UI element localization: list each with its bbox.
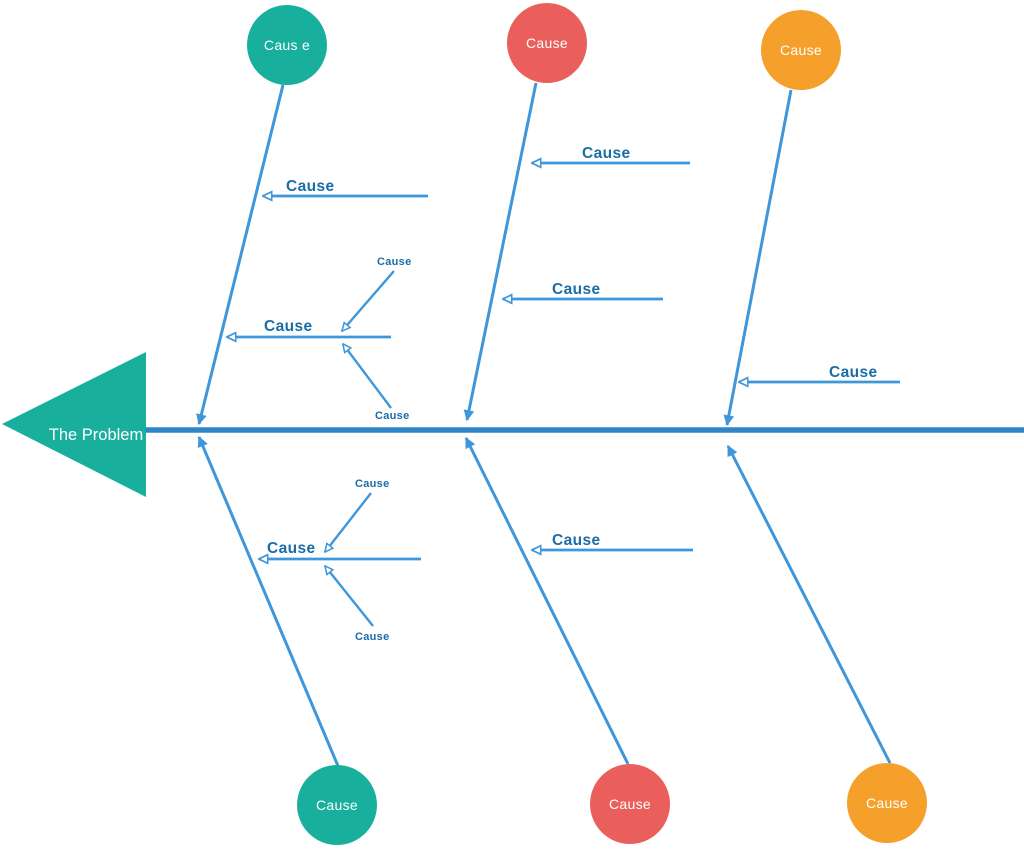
branch-label-top-middle-upper: Cause bbox=[582, 145, 631, 162]
problem-label: The Problem bbox=[48, 426, 144, 444]
category-circle-top-right: Cause bbox=[761, 10, 841, 90]
branch-label-bottom-left-mid: Cause bbox=[267, 540, 316, 557]
twig-arrow-bottom-left-lower bbox=[325, 566, 374, 627]
bone-top-left bbox=[196, 84, 285, 426]
twig-arrow-top-left-lower bbox=[343, 344, 392, 409]
category-circle-label: Cause bbox=[866, 795, 908, 811]
branch-label-top-right: Cause bbox=[829, 364, 878, 381]
twig-label-top-left-lower: Cause bbox=[375, 410, 410, 422]
bone-bottom-right bbox=[726, 445, 892, 764]
branch-label-top-left-mid: Cause bbox=[264, 318, 313, 335]
twig-arrow-bottom-left-upper bbox=[325, 492, 372, 552]
twig-label-bottom-left-lower: Cause bbox=[355, 631, 390, 643]
category-circle-label: Cause bbox=[780, 42, 822, 58]
category-circle-label: Caus e bbox=[263, 37, 311, 53]
bone-bottom-middle bbox=[464, 437, 630, 765]
category-circle-bottom-middle: Cause bbox=[590, 764, 670, 844]
branch-label-top-left: Cause bbox=[286, 178, 335, 195]
category-circle-top-middle: Cause bbox=[507, 3, 587, 83]
twig-arrow-top-left-upper bbox=[342, 270, 395, 331]
category-circle-label: Cause bbox=[316, 797, 358, 813]
bone-top-right bbox=[723, 89, 793, 427]
problem-triangle bbox=[2, 352, 146, 497]
category-circle-label: Cause bbox=[609, 796, 651, 812]
category-circle-bottom-left: Cause bbox=[297, 765, 377, 845]
twig-label-top-left-upper: Cause bbox=[377, 256, 412, 268]
branch-label-top-middle-lower: Cause bbox=[552, 281, 601, 298]
bone-bottom-left bbox=[197, 436, 340, 767]
category-circle-bottom-right: Cause bbox=[847, 763, 927, 843]
category-circle-label: Cause bbox=[526, 35, 568, 51]
branch-label-bottom-middle: Cause bbox=[552, 532, 601, 549]
twig-label-bottom-left-upper: Cause bbox=[355, 478, 390, 490]
bone-top-middle bbox=[463, 82, 538, 422]
category-circle-top-left: Caus e bbox=[247, 5, 327, 85]
